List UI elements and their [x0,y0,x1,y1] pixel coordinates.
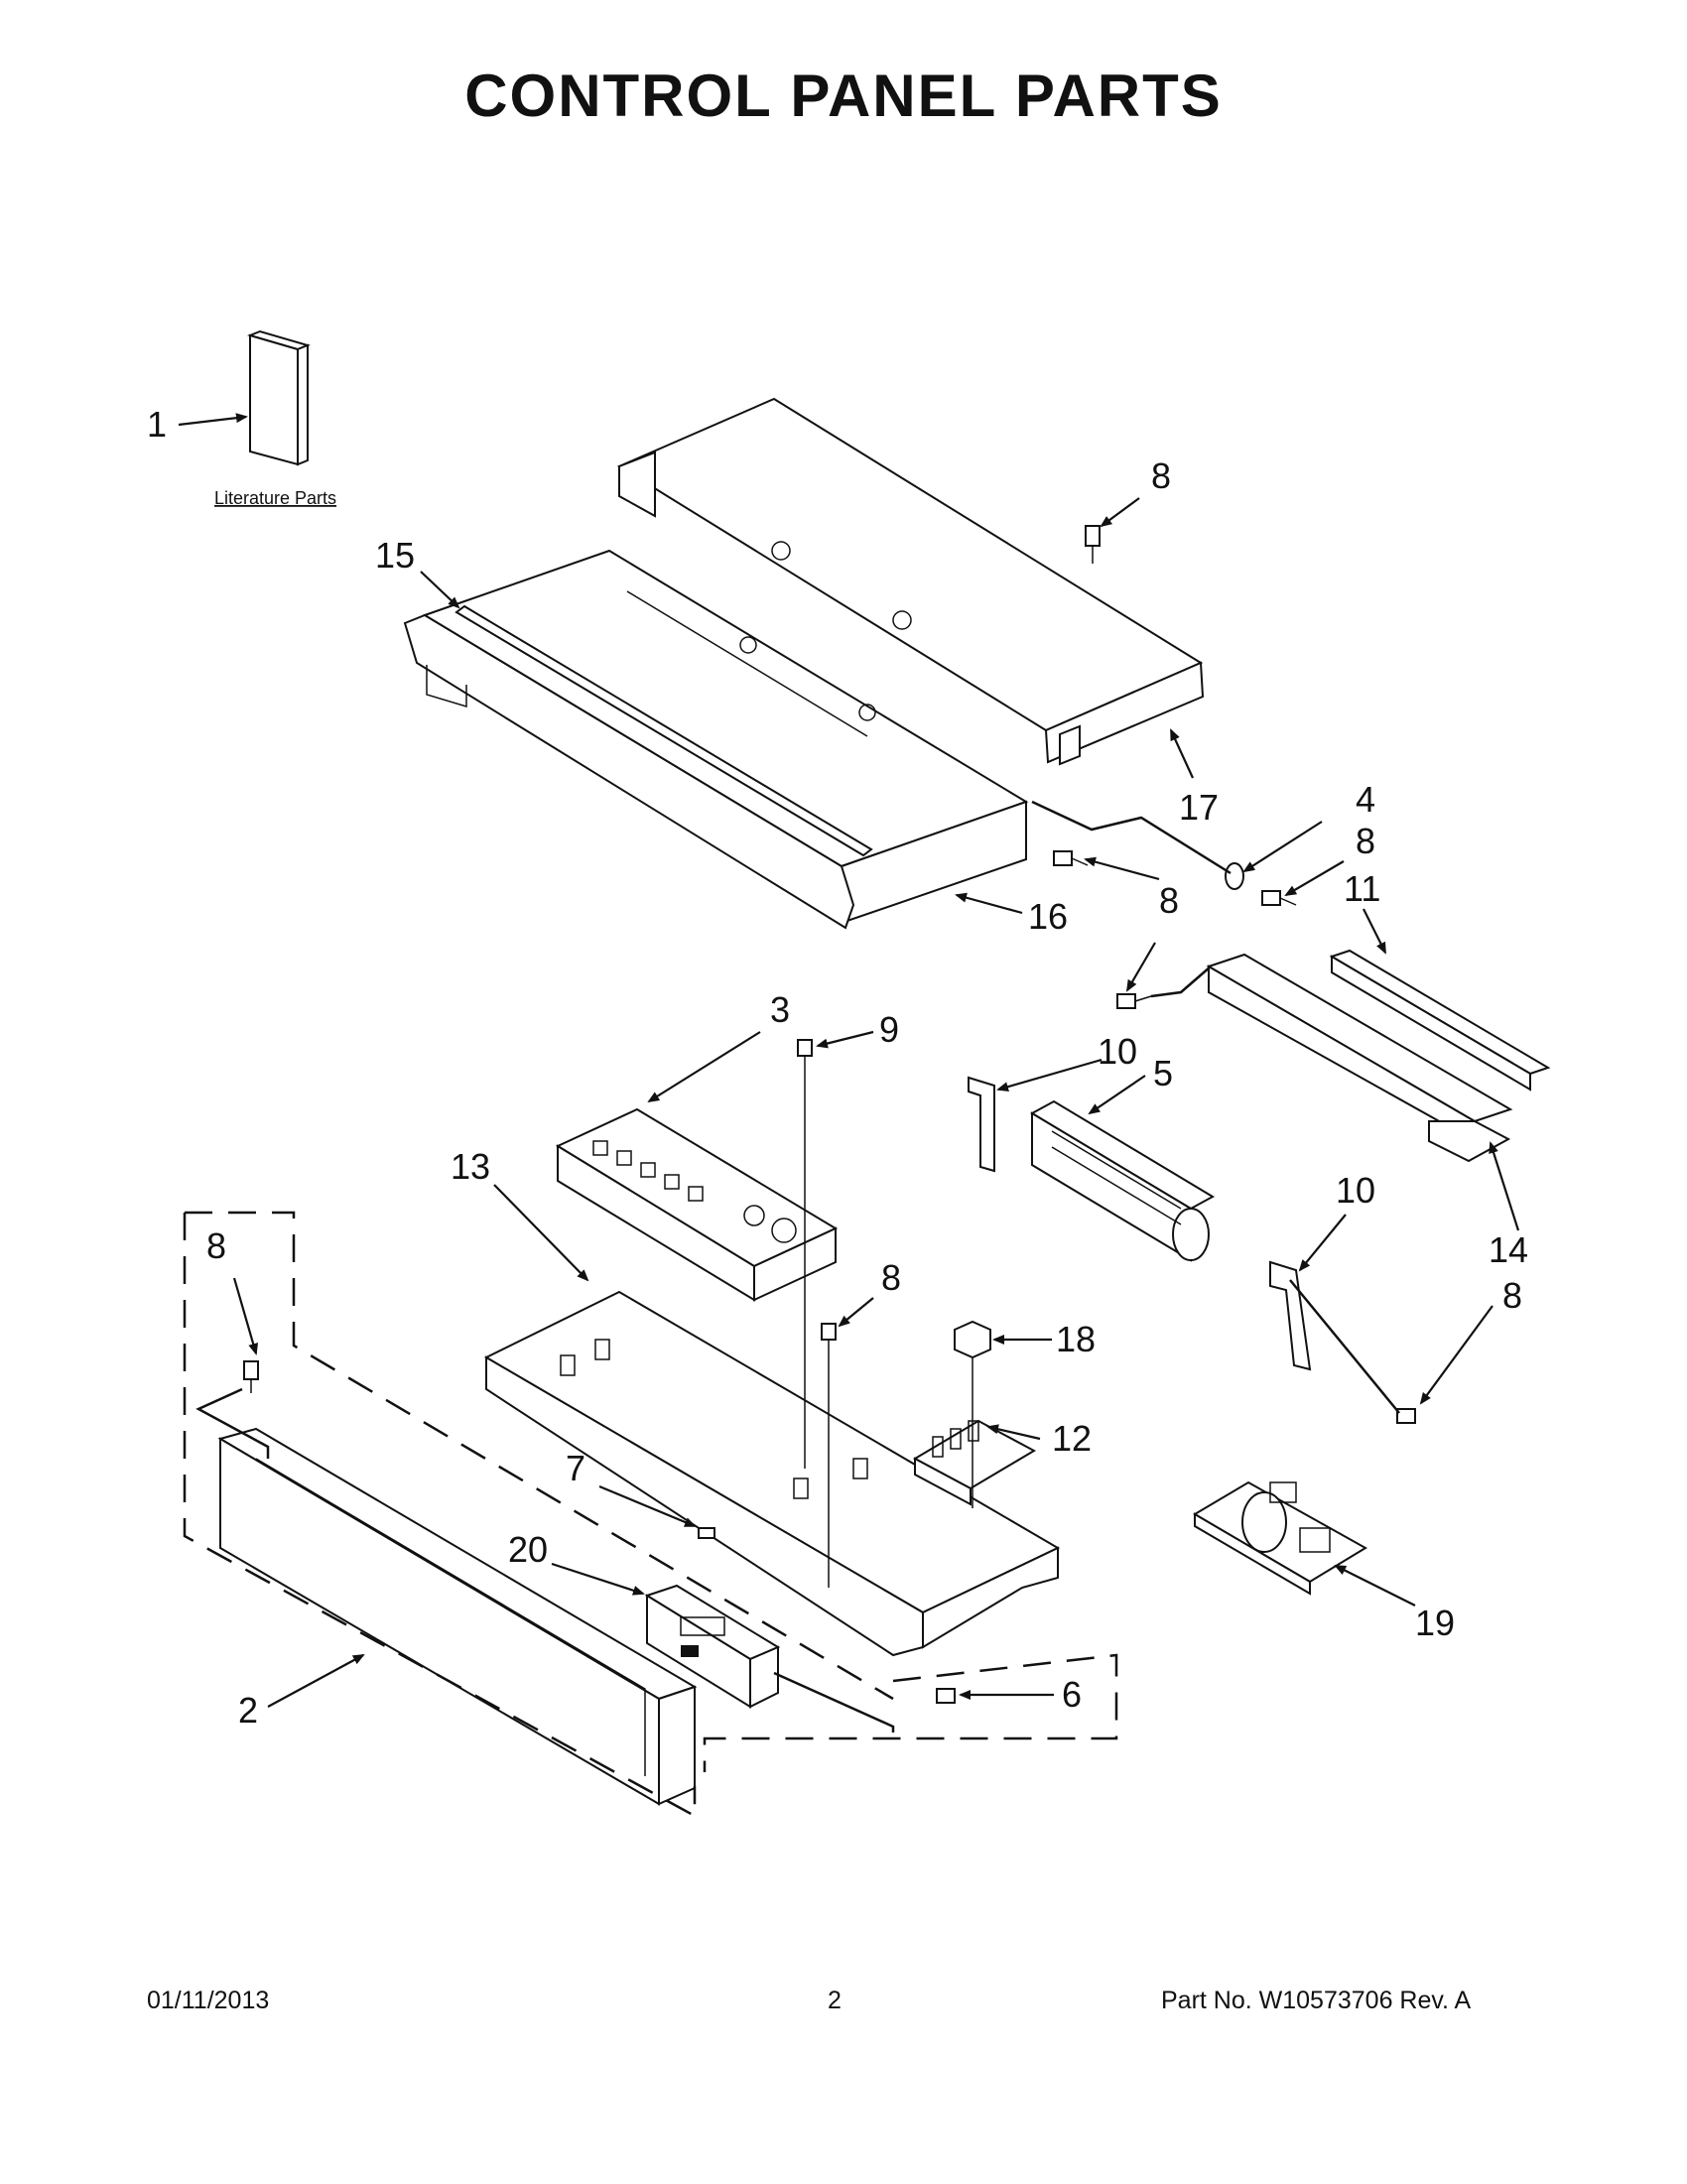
leader-9 [816,1030,874,1049]
leader-5 [1088,1075,1146,1115]
part-foam-strip [1329,949,1551,1092]
leader-3 [647,1031,761,1103]
leader-8d [1125,942,1156,992]
wire-ground-bracket [1289,1279,1400,1414]
part-trim-strip [454,604,873,857]
part-control-housing [403,549,1029,930]
wire-ground-rail [1150,965,1212,998]
part-power-board [1193,1480,1367,1596]
leader-19 [1334,1565,1416,1606]
part-rear-panel [616,397,1205,766]
footer-date: 01/11/2013 [147,1987,270,2014]
part-blower [1029,1099,1216,1262]
leader-15 [420,571,460,609]
part-relay-board [555,1107,839,1302]
leader-8c [1084,856,1160,881]
part-blower-bracket-right [1269,1260,1312,1371]
part-blower-bracket-left [968,1076,995,1173]
leader-11 [1363,908,1386,955]
screw-8-right [1261,890,1297,906]
leader-10b [1298,1214,1347,1272]
clip-7 [698,1527,715,1539]
page-title: CONTROL PANEL PARTS [464,63,1223,129]
leader-13 [493,1184,589,1282]
leader-17 [1170,728,1194,779]
part-terminal-block [912,1419,1037,1506]
callout-14: 14 [1489,1229,1528,1270]
part-front-trim [217,1427,698,1806]
screw-6 [936,1688,956,1704]
part-mounting-bracket [483,1290,1061,1657]
callout-8-mid: 8 [1159,880,1179,921]
callout-1: 1 [147,404,167,445]
callout-12: 12 [1052,1418,1092,1459]
footer-page-number: 2 [828,1987,842,2014]
callout-18: 18 [1056,1319,1096,1359]
leader-20 [551,1562,645,1596]
callout-10-left: 10 [1098,1031,1137,1072]
leader-14 [1489,1141,1520,1231]
leader-12 [986,1424,1041,1441]
callout-2: 2 [238,1690,258,1731]
callout-3: 3 [770,989,790,1030]
leader-2 [267,1654,365,1708]
leader-8b [1284,860,1345,897]
leader-16 [955,892,1023,915]
wire-harness-control [773,1671,895,1733]
literature-caption: Literature Parts [214,488,336,508]
callout-4: 4 [1356,779,1375,820]
leader-8e [232,1277,259,1355]
wire-harness-left [195,1387,270,1459]
callout-5: 5 [1153,1053,1173,1093]
screw-8-rail [1116,993,1152,1009]
screw-8-board [821,1323,837,1588]
leader-1 [178,413,248,427]
callout-8-left: 8 [206,1225,226,1266]
screw-9 [797,1039,813,1469]
wire-ground-top [1031,800,1232,875]
screw-8-mid [1053,850,1089,866]
callout-15: 15 [375,535,415,576]
footer-part-number: Part No. W10573706 Rev. A [1161,1987,1472,2014]
leader-8a [1100,497,1140,528]
callout-8-washer: 8 [1356,821,1375,861]
washer-4 [1225,862,1244,890]
callout-7: 7 [566,1448,585,1488]
callout-16: 16 [1028,896,1068,937]
part-mounting-rail [1206,953,1513,1163]
callout-10-right: 10 [1336,1170,1375,1211]
callout-6: 6 [1062,1674,1082,1715]
leader-10a [996,1058,1103,1092]
callout-8-board: 8 [881,1257,901,1298]
callout-13: 13 [451,1146,490,1187]
screw-8-top [1085,525,1101,564]
part-electronic-control [644,1584,781,1709]
part-nut [954,1320,991,1508]
callout-8-bracket: 8 [1502,1275,1522,1316]
outline-assembly-left [183,1213,697,1819]
callout-11: 11 [1344,868,1380,909]
leader-8f [838,1297,874,1328]
callout-19: 19 [1415,1603,1455,1643]
outline-assembly-right [703,1653,1118,1772]
leader-4 [1242,821,1323,873]
outline-assembly-upper [185,1211,894,1701]
callout-17: 17 [1179,787,1219,828]
leader-7 [598,1484,697,1528]
callout-8-top: 8 [1151,455,1171,496]
part-literature [246,329,312,466]
callout-20: 20 [508,1529,548,1570]
screw-8-left [243,1360,259,1393]
callout-9: 9 [879,1009,899,1050]
screw-8-bracket [1396,1408,1416,1424]
leader-8g [1419,1305,1493,1405]
